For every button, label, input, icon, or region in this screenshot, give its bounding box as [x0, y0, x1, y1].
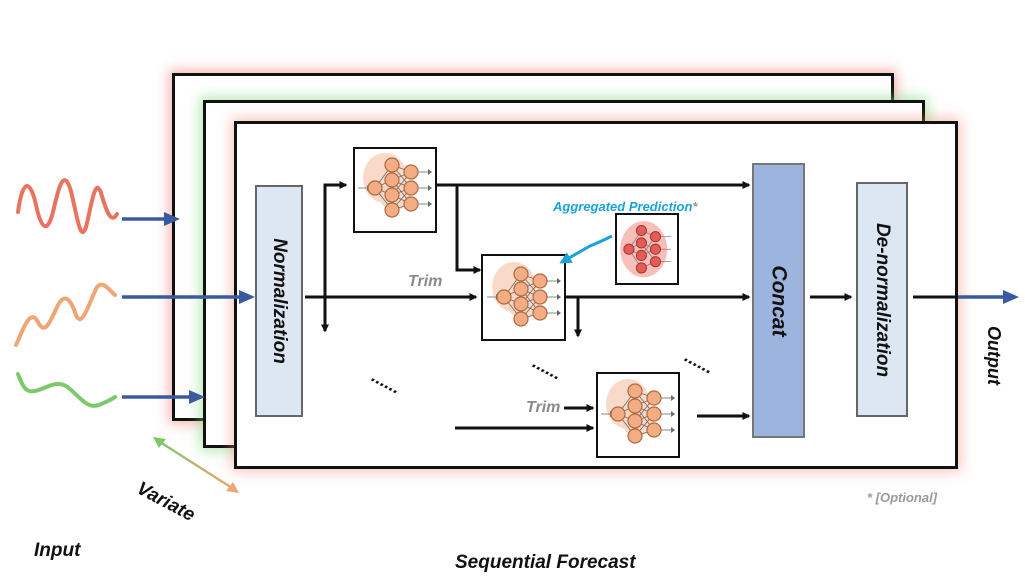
- output-label: Output: [984, 326, 1004, 385]
- variate-arrow-line: [159, 440, 233, 490]
- green-input-signal: [16, 372, 117, 408]
- flow-branch-up: [323, 181, 348, 297]
- denormalization-block: De-normalization: [856, 182, 908, 417]
- normalization-block: Normalization: [255, 185, 303, 417]
- optional-note: * [Optional]: [867, 490, 938, 505]
- red-input-signal: [16, 178, 119, 235]
- trim-label-2: Trim: [526, 399, 561, 416]
- input-label: Input: [34, 540, 81, 561]
- aggregated-asterisk: *: [692, 199, 698, 214]
- flow-model1-to-model2: [455, 185, 482, 274]
- variate-arrow-head-bottom: [226, 482, 239, 493]
- trim-label-1: Trim: [408, 273, 443, 290]
- aggregated-prediction-label: Aggregated Prediction*: [553, 199, 697, 214]
- variate-arrow-head-top: [153, 437, 166, 448]
- orange-input-signal: [14, 282, 117, 347]
- aggregated-network-icon: [620, 221, 672, 278]
- aggregated-prediction-text: Aggregated Prediction: [553, 199, 693, 214]
- concat-block: Concat: [752, 163, 805, 438]
- aggregated-arrow: [559, 234, 613, 264]
- sequential-forecast-label: Sequential Forecast: [455, 552, 636, 573]
